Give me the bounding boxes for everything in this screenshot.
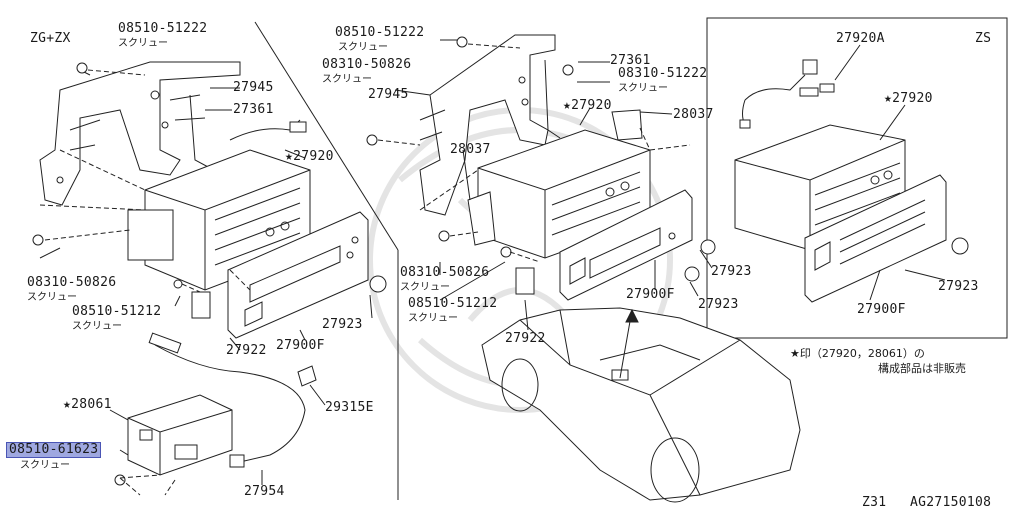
part-label-27923-middle-b[interactable]: 27923 bbox=[698, 297, 739, 312]
part-label-27920-zs[interactable]: ★27920 bbox=[884, 91, 933, 106]
part-label-08510-51222-middle[interactable]: 08510-51222 bbox=[335, 25, 425, 40]
module-dash bbox=[119, 474, 176, 496]
part-label-29315e[interactable]: 29315E bbox=[325, 400, 374, 415]
middle-radio-unit bbox=[477, 129, 651, 259]
car-illustration bbox=[481, 307, 801, 503]
note-line-2: 構成部品は非販売 bbox=[878, 362, 966, 375]
antenna-plug bbox=[148, 332, 182, 354]
antenna-cable-27954 bbox=[154, 344, 306, 463]
screw-caption: スクリュー bbox=[618, 83, 668, 94]
part-label-27900f-middle[interactable]: 27900F bbox=[626, 287, 675, 302]
part-label-27922-middle[interactable]: 27922 bbox=[505, 331, 546, 346]
module-28061 bbox=[127, 394, 233, 476]
part-label-27945-left[interactable]: 27945 bbox=[233, 80, 274, 95]
middle-clip-27922 bbox=[515, 267, 535, 295]
middle-knob-b bbox=[684, 266, 700, 282]
left-clip-27922 bbox=[191, 291, 211, 319]
left-screws bbox=[32, 62, 183, 486]
screw-caption: スクリュー bbox=[338, 42, 388, 53]
part-label-27954[interactable]: 27954 bbox=[244, 484, 285, 499]
cable-plug bbox=[229, 454, 245, 468]
part-label-08310-51222[interactable]: 08310-51222 bbox=[618, 66, 708, 81]
part-label-27923-left[interactable]: 27923 bbox=[322, 317, 363, 332]
middle-knob-a bbox=[700, 239, 716, 255]
middle-face-panel bbox=[559, 189, 693, 301]
middle-leader-lines bbox=[394, 39, 713, 331]
part-label-08510-61623-selected[interactable]: 08510-61623 bbox=[6, 442, 102, 458]
section-title-zs: ZS bbox=[975, 31, 992, 46]
part-label-08510-51222-left[interactable]: 08510-51222 bbox=[118, 21, 208, 36]
left-knob-27923 bbox=[369, 275, 387, 293]
screw-caption: スクリュー bbox=[408, 313, 458, 324]
bracket-28037-b bbox=[611, 109, 643, 141]
section-divider-diag bbox=[254, 21, 399, 251]
note-line-1: ★印（27920，28061）の bbox=[790, 347, 925, 360]
left-leader-lines bbox=[39, 87, 373, 485]
screw-caption: スクリュー bbox=[72, 321, 122, 332]
zs-frame bbox=[706, 17, 1008, 339]
part-label-08510-51212-left[interactable]: 08510-51212 bbox=[72, 304, 162, 319]
part-label-28037-middle[interactable]: 28037 bbox=[450, 142, 491, 157]
part-label-27900f-left[interactable]: 27900F bbox=[276, 338, 325, 353]
screw-caption: スクリュー bbox=[27, 292, 77, 303]
footer-model: Z31 bbox=[862, 495, 887, 510]
middle-dash-lines bbox=[377, 43, 691, 263]
screw-caption: スクリュー bbox=[20, 460, 70, 471]
part-label-27923-zs[interactable]: 27923 bbox=[938, 279, 979, 294]
screw-caption: スクリュー bbox=[400, 282, 450, 293]
middle-bracket bbox=[419, 34, 561, 216]
left-dash-lines bbox=[39, 69, 251, 293]
part-label-27945-middle[interactable]: 27945 bbox=[368, 87, 409, 102]
part-label-28037-right[interactable]: 28037 bbox=[673, 107, 714, 122]
zs-knob-27923 bbox=[951, 237, 969, 255]
screw-caption: スクリュー bbox=[322, 74, 372, 85]
left-face-panel bbox=[227, 211, 369, 339]
clip-29315e bbox=[297, 365, 317, 387]
zs-face-panel bbox=[804, 174, 947, 303]
part-label-27900f-zs[interactable]: 27900F bbox=[857, 302, 906, 317]
part-label-27361-left[interactable]: 27361 bbox=[233, 102, 274, 117]
part-label-08510-51212-middle[interactable]: 08510-51212 bbox=[408, 296, 498, 311]
part-label-27361-middle[interactable]: 27361 bbox=[610, 53, 651, 68]
bracket-28037-a bbox=[467, 191, 496, 246]
footer-code: AG27150108 bbox=[910, 495, 992, 510]
section-title-zg-zx: ZG+ZX bbox=[30, 31, 71, 46]
part-label-27922-left[interactable]: 27922 bbox=[226, 343, 267, 358]
part-label-27920a[interactable]: 27920A bbox=[836, 31, 885, 46]
part-label-08310-50826-lower[interactable]: 08310-50826 bbox=[400, 265, 490, 280]
part-label-08310-50826-middle[interactable]: 08310-50826 bbox=[322, 57, 412, 72]
zs-leader-lines bbox=[834, 44, 946, 301]
part-label-27920-middle[interactable]: ★27920 bbox=[563, 98, 612, 113]
part-label-27923-middle-a[interactable]: 27923 bbox=[711, 264, 752, 279]
part-label-27920-left[interactable]: ★27920 bbox=[285, 149, 334, 164]
part-label-08310-50826-left[interactable]: 08310-50826 bbox=[27, 275, 117, 290]
screw-caption: スクリュー bbox=[118, 38, 168, 49]
part-label-28061[interactable]: ★28061 bbox=[63, 397, 112, 412]
zs-harness-27920a bbox=[739, 59, 835, 129]
